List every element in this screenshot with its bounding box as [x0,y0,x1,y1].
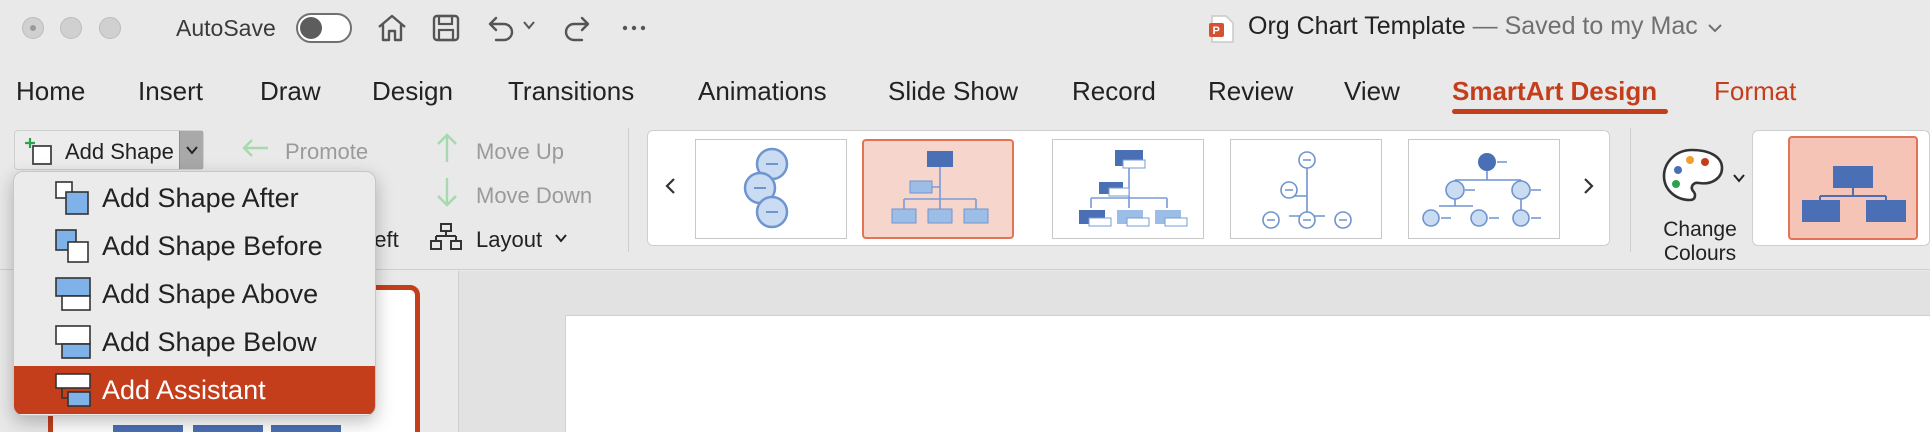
add-shape-label: Add Shape [65,139,174,164]
move-down-button[interactable]: Move Down [476,183,593,208]
chevron-down-icon [186,146,198,155]
thumbnail-shape [271,425,341,432]
smartart-styles-gallery [1752,130,1930,246]
add-shape-above-icon [55,277,91,311]
add-shape-icon [25,138,52,165]
gallery-scroll-left-icon[interactable] [656,171,686,201]
tab-view[interactable]: View [1344,76,1400,106]
labeled-hierarchy-preview [1422,153,1541,227]
home-icon[interactable] [374,10,410,46]
undo-dropdown-chevron-icon[interactable] [522,18,536,32]
chevron-down-icon [1707,24,1722,33]
layout-thumbnail-circle-hierarchy[interactable] [1230,139,1382,239]
layout-thumbnail-org-chart[interactable] [862,139,1014,239]
tab-draw[interactable]: Draw [260,76,321,106]
redo-icon[interactable] [560,10,596,46]
menu-item-add-shape-above[interactable]: Add Shape Above [14,270,375,318]
add-shape-menu: Add Shape After Add Shape Before Add Sha… [13,171,376,416]
layout-thumbnail-name-title-org-chart[interactable] [1052,139,1204,239]
tab-animations[interactable]: Animations [698,76,827,106]
autosave-label: AutoSave [176,15,276,41]
undo-icon[interactable] [482,10,518,46]
org-chart-layout-preview [891,151,989,224]
cycle-layout-preview [743,147,789,229]
zoom-window-button[interactable] [99,17,121,39]
ribbon-separator [628,128,629,252]
thumbnail-shape [113,425,183,432]
menu-item-add-shape-below[interactable]: Add Shape Below [14,318,375,366]
menu-item-label: Add Assistant [102,375,266,405]
tab-record[interactable]: Record [1072,76,1156,106]
palette-icon [1662,148,1724,202]
minimize-window-button[interactable] [60,17,82,39]
menu-item-add-shape-before[interactable]: Add Shape Before [14,222,375,270]
gallery-scroll-right-icon[interactable] [1573,171,1603,201]
slide-canvas[interactable] [565,315,1930,432]
add-shape-button[interactable]: Add Shape [14,130,204,170]
active-tab-indicator [1452,109,1668,114]
add-assistant-icon [55,373,91,407]
tab-transitions[interactable]: Transitions [508,76,635,106]
layout-button[interactable]: Layout [476,227,543,252]
menu-item-add-shape-after[interactable]: Add Shape After [14,174,375,222]
smartart-style-preview [1802,166,1906,222]
more-options-icon[interactable] [616,10,652,46]
move-up-arrow-icon [437,133,457,162]
smartart-style-thumbnail-selected[interactable] [1788,136,1918,240]
name-title-org-chart-preview [1079,150,1188,227]
move-down-arrow-icon [437,178,457,207]
menu-item-label: Add Shape Below [102,327,317,357]
close-window-button[interactable] [22,17,44,39]
layout-thumbnail-labeled-hierarchy[interactable] [1408,139,1560,239]
circle-hierarchy-preview [1262,151,1352,229]
document-name: Org Chart Template [1248,12,1466,40]
powerpoint-file-icon: P [1209,15,1234,43]
thumbnail-shape [193,425,263,432]
document-save-status: — Saved to my Mac [1465,12,1698,40]
menu-item-add-assistant[interactable]: Add Assistant [14,366,375,414]
menu-item-label: Add Shape Before [102,231,323,261]
title-bar: AutoSave P Org Chart Template — Saved to… [0,0,1930,60]
tab-smartart-design[interactable]: SmartArt Design [1452,76,1658,106]
ribbon-separator [1630,128,1631,252]
add-shape-below-icon [55,325,91,359]
smartart-layout-gallery [647,130,1610,246]
ribbon-panel: Add Shape Promote Left Move Up Move Down… [0,120,1930,270]
save-icon[interactable] [428,10,464,46]
promote-arrow-icon [242,139,268,157]
tab-insert[interactable]: Insert [138,76,204,106]
move-up-button[interactable]: Move Up [476,139,565,164]
document-title[interactable]: Org Chart Template — Saved to my Mac [1248,12,1723,41]
autosave-toggle[interactable] [296,13,352,43]
menu-item-label: Add Shape Above [102,279,319,309]
pane-divider[interactable] [458,271,459,432]
layout-icon [430,223,462,250]
add-shape-dropdown-toggle[interactable] [179,131,203,169]
promote-button[interactable]: Promote [285,139,369,164]
chevron-down-icon[interactable] [554,232,568,244]
tab-format[interactable]: Format [1714,76,1797,106]
chevron-down-icon [1733,174,1745,183]
svg-text:P: P [1213,25,1220,37]
menu-item-label: Add Shape After [102,183,299,213]
add-shape-before-icon [55,229,89,263]
change-colours-button[interactable]: Change Colours [1640,132,1760,265]
tab-slide-show[interactable]: Slide Show [888,76,1019,106]
tab-review[interactable]: Review [1208,76,1294,106]
ribbon-tabs: Home Insert Draw Design Transitions Anim… [0,66,1930,116]
change-colours-label: Change Colours [1663,218,1737,265]
add-shape-after-icon [55,181,89,215]
layout-thumbnail-cycle[interactable] [695,139,847,239]
tab-design[interactable]: Design [372,76,453,106]
tab-home[interactable]: Home [16,76,86,106]
